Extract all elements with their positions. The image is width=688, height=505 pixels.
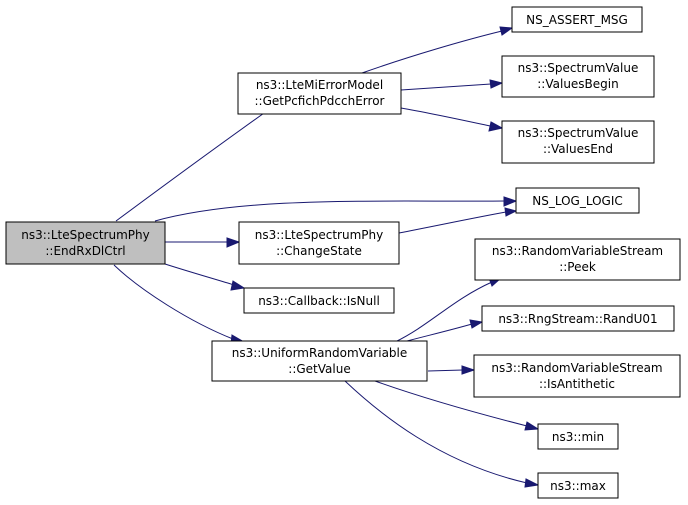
node-label-line2: ::GetPcfichPdcchError	[255, 94, 385, 108]
node-label-line1: ns3::SpectrumValue	[518, 61, 639, 75]
node-label-line2: ::EndRxDlCtrl	[45, 244, 125, 258]
node-lte-mi-error-model-get-pcfich-pdcch-error[interactable]: ns3::LteMiErrorModel ::GetPcfichPdcchErr…	[237, 72, 402, 115]
edge-root-to-callback-isnull	[164, 263, 246, 291]
node-label: NS_LOG_LOGIC	[532, 194, 623, 208]
node-label-line2: ::ChangeState	[276, 244, 362, 258]
edge-change-state-to-ns-log-logic	[398, 207, 518, 234]
node-label-line1: ns3::RandomVariableStream	[491, 361, 662, 375]
node-spectrum-value-values-end[interactable]: ns3::SpectrumValue ::ValuesEnd	[501, 120, 655, 164]
node-label: NS_ASSERT_MSG	[526, 13, 628, 27]
node-spectrum-value-values-begin[interactable]: ns3::SpectrumValue ::ValuesBegin	[501, 55, 655, 98]
node-uniform-random-variable-get-value[interactable]: ns3::UniformRandomVariable ::GetValue	[211, 340, 428, 382]
edge-root-to-change-state	[165, 237, 241, 248]
node-label-line1: ns3::LteSpectrumPhy	[255, 228, 383, 242]
edge-getvalue-to-ns3-max	[344, 380, 540, 488]
node-ns-log-logic[interactable]: NS_LOG_LOGIC	[515, 187, 640, 214]
node-label-line1: ns3::SpectrumValue	[518, 126, 639, 140]
node-ns3-min[interactable]: ns3::min	[537, 423, 619, 450]
edge-getvalue-to-rng-randu01	[406, 319, 484, 342]
node-label: ns3::RngStream::RandU01	[498, 312, 657, 326]
node-ns-assert-msg[interactable]: NS_ASSERT_MSG	[511, 6, 643, 33]
edge-lte-mi-to-ns-assert-msg	[361, 26, 514, 74]
node-label-line2: ::GetValue	[288, 362, 350, 376]
edge-lte-mi-to-values-end	[400, 107, 504, 132]
node-lte-spectrum-phy-change-state[interactable]: ns3::LteSpectrumPhy ::ChangeState	[238, 221, 400, 265]
node-rng-stream-rand-u01[interactable]: ns3::RngStream::RandU01	[481, 305, 675, 332]
edge-lte-mi-to-values-begin	[400, 79, 504, 91]
node-ns3-max[interactable]: ns3::max	[537, 472, 619, 499]
node-label-line1: ns3::UniformRandomVariable	[232, 346, 408, 360]
node-label-line1: ns3::RandomVariableStream	[492, 244, 663, 258]
node-label-line2: ::ValuesBegin	[537, 77, 618, 91]
node-label-line2: ::Peek	[559, 260, 596, 274]
node-label: ns3::max	[550, 479, 606, 493]
edge-root-to-lte-mi-error-model	[115, 101, 283, 222]
node-label-line2: ::ValuesEnd	[543, 142, 613, 156]
node-random-variable-stream-peek[interactable]: ns3::RandomVariableStream ::Peek	[474, 238, 681, 281]
node-label: ns3::min	[552, 430, 604, 444]
node-label-line1: ns3::LteMiErrorModel	[256, 78, 383, 92]
node-lte-spectrum-phy-end-rx-dl-ctrl[interactable]: ns3::LteSpectrumPhy ::EndRxDlCtrl	[5, 221, 166, 265]
node-random-variable-stream-is-antithetic[interactable]: ns3::RandomVariableStream ::IsAntithetic	[473, 354, 681, 398]
edge-root-to-uniform-getvalue	[113, 264, 246, 345]
node-label-line2: ::IsAntithetic	[539, 377, 615, 391]
edge-getvalue-to-ns3-min	[374, 380, 540, 431]
edge-root-to-ns-log-logic	[154, 196, 518, 222]
node-callback-is-null[interactable]: ns3::Callback::IsNull	[243, 287, 395, 314]
edge-getvalue-to-rvs-isantithetic	[427, 365, 476, 375]
node-label-line1: ns3::LteSpectrumPhy	[21, 228, 149, 242]
node-label: ns3::Callback::IsNull	[258, 294, 380, 308]
